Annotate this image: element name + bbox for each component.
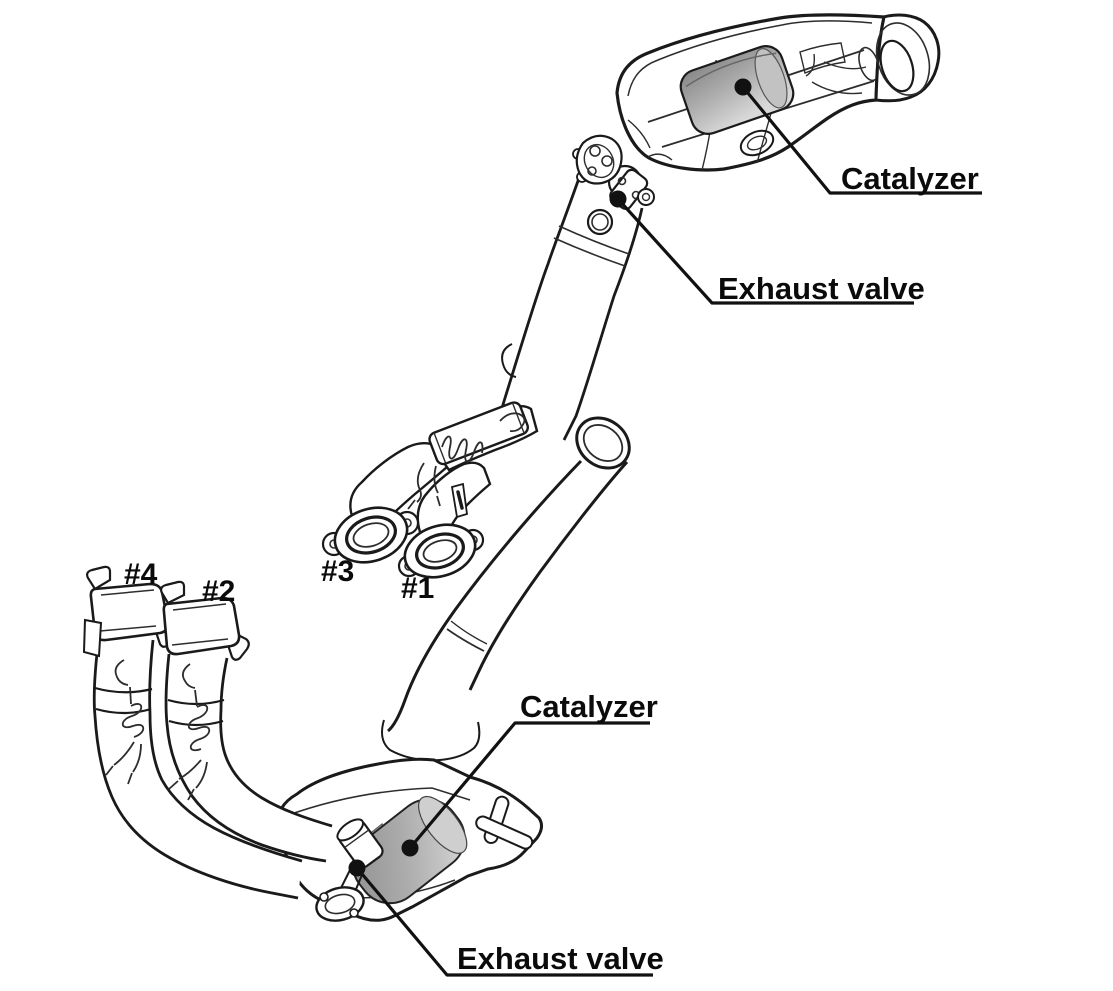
pipe-4-fork-wires bbox=[105, 741, 142, 785]
pipe-4-side-boss bbox=[82, 618, 103, 658]
label-cylinder-4: #4 bbox=[124, 558, 158, 591]
flange-3 bbox=[321, 506, 420, 564]
actuator-band bbox=[344, 829, 370, 849]
leader-line-exhaust-valve-lower bbox=[355, 866, 653, 977]
pipe-2-coil-spring bbox=[187, 704, 211, 752]
valve-pulley bbox=[637, 188, 655, 206]
pipe-4-clamp-band bbox=[94, 686, 153, 715]
junction-fork-wires bbox=[407, 462, 441, 510]
mid-pipe-lower-left-edge bbox=[386, 459, 583, 733]
mid-pipe-lower bbox=[381, 416, 631, 762]
flange-2-plate-lines bbox=[171, 603, 229, 646]
flange-1 bbox=[397, 523, 485, 579]
end-cap-rim bbox=[875, 22, 931, 96]
weld-ring bbox=[446, 628, 485, 652]
flange-3-opening-inner bbox=[352, 522, 390, 548]
pipe-2-hanger-wire bbox=[181, 663, 198, 707]
mid-pipe-upper-right-edge bbox=[562, 207, 644, 441]
bottom-exhaust-valve-actuator bbox=[315, 818, 384, 922]
label-exhaust-valve-lower: Exhaust valve bbox=[457, 941, 664, 976]
flange-1-opening-inner bbox=[422, 539, 458, 563]
sleeve-hook-wire bbox=[499, 412, 526, 433]
valve-cover-oval bbox=[583, 143, 615, 179]
header-pipe-2-inner-edge bbox=[219, 657, 333, 828]
label-cylinder-2: #2 bbox=[202, 575, 235, 608]
bottom-clamp-ring-inner bbox=[324, 893, 356, 915]
mid-pipe-lower-right-edge bbox=[468, 460, 629, 691]
collector-top-face-line bbox=[285, 787, 471, 817]
pipe-open-mouth bbox=[575, 416, 631, 470]
top-catalyzer-contour bbox=[685, 52, 777, 87]
bottom-catalyzer-face bbox=[418, 795, 468, 854]
pipe-collar bbox=[381, 719, 481, 762]
label-cylinder-1: #1 bbox=[401, 572, 434, 605]
bottom-clamp-bolt-2 bbox=[349, 908, 359, 918]
muffler-strap bbox=[799, 42, 846, 74]
hanger-bracket-slot bbox=[456, 490, 464, 510]
valve-flange-bolt-1 bbox=[617, 176, 627, 186]
leader-line-exhaust-valve-top bbox=[616, 197, 914, 305]
slip-sleeve-seam-2 bbox=[511, 402, 525, 434]
pipe-4-hanger-wire bbox=[114, 659, 132, 705]
top-catalyzer-face bbox=[754, 48, 788, 109]
slip-joint-bands bbox=[553, 225, 630, 267]
label-catalyzer-lower: Catalyzer bbox=[520, 689, 658, 724]
top-exhaust-valve-assembly bbox=[572, 134, 655, 236]
leader-line-catalyzer-lower bbox=[408, 721, 650, 850]
header-pipe-2-outer-edge bbox=[164, 653, 327, 863]
actuator-cap bbox=[336, 818, 365, 842]
label-catalyzer-top: Catalyzer bbox=[841, 161, 979, 196]
weld-ring-2 bbox=[450, 620, 488, 645]
callout-dot-catalyzer-lower bbox=[401, 839, 419, 857]
tailpipe-opening bbox=[879, 39, 915, 93]
muffler-end-cap bbox=[874, 13, 941, 103]
flange-3-opening bbox=[345, 515, 397, 555]
flange-4-plate-lines bbox=[99, 589, 157, 632]
callout-dot-exhaust-valve-lower bbox=[348, 859, 366, 877]
header-pipe-2 bbox=[160, 580, 333, 863]
muffler-boss-oval bbox=[739, 129, 775, 157]
leader-line-catalyzer-top bbox=[741, 85, 982, 195]
callout-dot-exhaust-valve-top bbox=[609, 190, 627, 208]
valve-cover-hole-1 bbox=[589, 145, 601, 157]
callout-dot-catalyzer-top bbox=[734, 78, 752, 96]
pipe-2-fork-wires bbox=[168, 759, 208, 801]
muffler-boss-oval-inner bbox=[746, 135, 768, 151]
flange-2-ear-top bbox=[160, 580, 186, 605]
flange-1-opening bbox=[415, 532, 465, 570]
valve-pulley-hub bbox=[641, 192, 651, 202]
label-cylinder-3: #3 bbox=[321, 555, 354, 588]
sleeve-coil-spring bbox=[441, 435, 484, 463]
valve-cover-hole-3 bbox=[587, 166, 597, 176]
pipe-clamp-ring-inner bbox=[591, 213, 609, 231]
valve-cover bbox=[575, 134, 623, 185]
valve-cover-hole-2 bbox=[601, 155, 613, 167]
header-pipe-2-body bbox=[165, 654, 332, 860]
collector-tab-slot-2 bbox=[475, 815, 534, 850]
header-pipe-4-inner-edge bbox=[148, 639, 303, 863]
mid-pipe-lower-body bbox=[388, 451, 627, 731]
flange-4-ear-top bbox=[86, 565, 112, 591]
bottom-clamp-bolt-1 bbox=[319, 892, 329, 902]
pipe-open-mouth-inner bbox=[582, 424, 624, 462]
header-pipe-4-outer-edge bbox=[92, 635, 299, 900]
muffler-silencer bbox=[615, 13, 941, 172]
muffler-shell-inner-line bbox=[627, 20, 873, 97]
slip-sleeve-seam-1 bbox=[433, 432, 447, 464]
label-exhaust-valve-top: Exhaust valve bbox=[718, 271, 925, 306]
y-pipe-assembly bbox=[349, 401, 539, 540]
callouts: Catalyzer Exhaust valve Catalyzer Exhaus… bbox=[124, 78, 982, 977]
pipe-4-coil-spring bbox=[121, 703, 145, 738]
pipe-bracket-bump bbox=[501, 343, 517, 378]
header-pipe-4-body bbox=[94, 636, 302, 898]
